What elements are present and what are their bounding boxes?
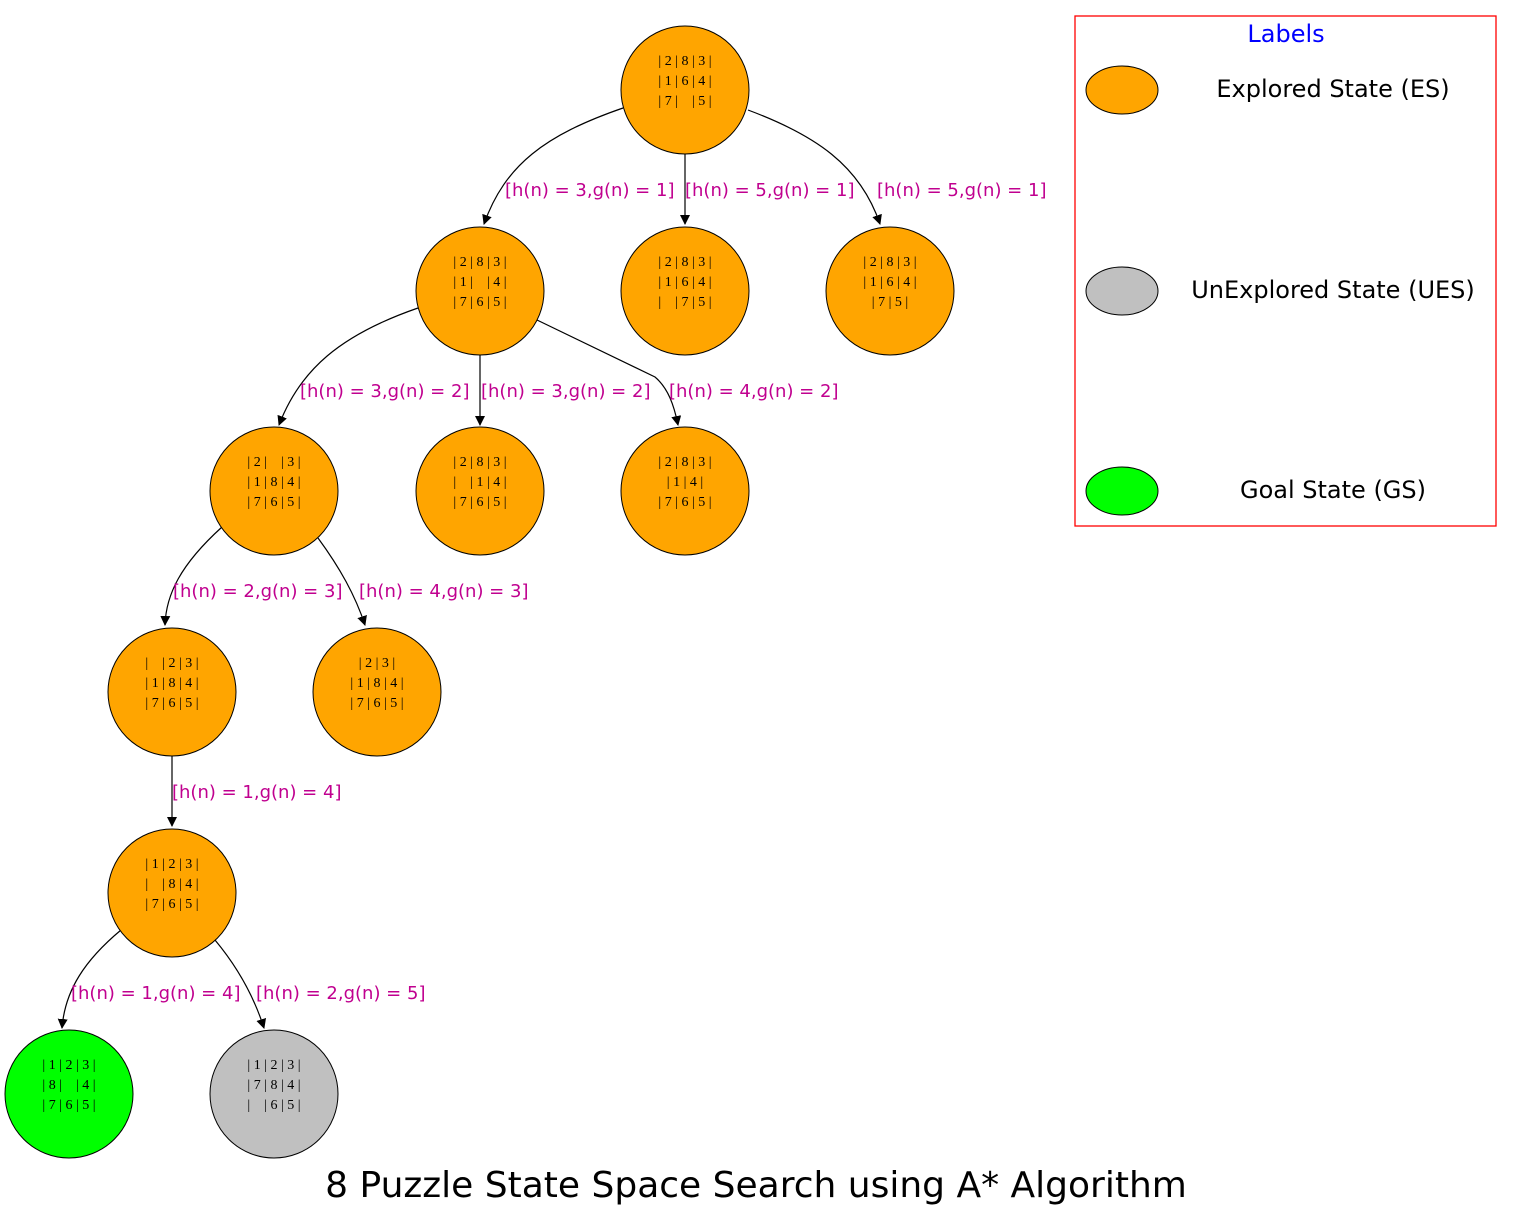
state-node-explored: | 2 | 8 | 3 | | | 1 | 4 | | 7 | 6 | 5 |: [415, 426, 545, 556]
state-circle: [209, 1029, 339, 1159]
legend-label-goal: Goal State (GS): [1240, 476, 1426, 504]
puzzle-row: | 2 | 3 |: [359, 656, 395, 671]
state-node-explored: | 2 | 8 | 3 | | 1 | 6 | 4 | | | 7 | 5 |: [620, 226, 750, 356]
edge-n9-n10: [57, 929, 122, 1029]
state-node-explored: | 2 | 8 | 3 | | 1 | | 4 | | 7 | 6 | 5 |: [415, 226, 545, 356]
state-circle: [415, 426, 545, 556]
state-circle: [209, 426, 339, 556]
puzzle-row: | 7 | 6 | 5 |: [453, 495, 506, 510]
edges: [h(n) = 3,g(n) = 1] [h(n) = 5,g(n) = 1] [h…: [57, 107, 1046, 1029]
puzzle-row: | 2 | | 3 |: [247, 455, 300, 470]
puzzle-row: | 2 | 8 | 3 |: [658, 255, 711, 270]
edge-n0-n1: [482, 107, 624, 225]
puzzle-row: | 8 | | 4 |: [42, 1078, 95, 1093]
puzzle-row: | 1 | 2 | 3 |: [145, 857, 198, 872]
edge-label: [h(n) = 2,g(n) = 3]: [173, 581, 342, 602]
puzzle-row: | | 6 | 5 |: [247, 1098, 300, 1113]
state-node-explored: | 1 | 2 | 3 | | | 8 | 4 | | 7 | 6 | 5 |: [107, 828, 237, 958]
state-node-explored: | 2 | 8 | 3 | | 1 | 6 | 4 | | 7 | | 5 |: [620, 25, 750, 155]
edge-label: [h(n) = 1,g(n) = 4]: [172, 782, 341, 803]
edge-n4-n7: [160, 526, 223, 626]
puzzle-row: | | 1 | 4 |: [453, 475, 506, 490]
edge-n1-n4: [277, 307, 419, 426]
state-node-explored: | 2 | 3 | | 1 | 8 | 4 | | 7 | 6 | 5 |: [312, 627, 442, 757]
puzzle-row: | 7 | 6 | 5 |: [658, 495, 711, 510]
state-circle: [107, 627, 237, 757]
legend-border: [1074, 15, 1497, 527]
state-circle: [312, 627, 442, 757]
edge-n9-n11: [214, 939, 267, 1029]
legend-swatch-explored: [1085, 65, 1159, 115]
puzzle-row: | 1 | 8 | 4 |: [247, 475, 300, 490]
state-circle: [107, 828, 237, 958]
edge-label: [h(n) = 2,g(n) = 5]: [256, 983, 425, 1004]
puzzle-row: | 2 | 8 | 3 |: [658, 54, 711, 69]
puzzle-row: | 1 | 6 | 4 |: [658, 74, 711, 89]
puzzle-row: | 2 | 8 | 3 |: [863, 255, 916, 270]
legend-swatch-unexplored: [1085, 266, 1159, 316]
puzzle-row: | | 8 | 4 |: [145, 877, 198, 892]
state-node-explored: | 2 | 8 | 3 | | 1 | 4 | | 7 | 6 | 5 |: [620, 426, 750, 556]
edge-label: [h(n) = 5,g(n) = 1]: [877, 180, 1046, 201]
edge-n0-n3: [747, 109, 882, 225]
state-circle: [620, 426, 750, 556]
state-circle: [4, 1029, 134, 1159]
edge-n1-n6: [536, 319, 682, 426]
legend-label-unexplored: UnExplored State (UES): [1191, 276, 1475, 304]
puzzle-row: | 2 | 8 | 3 |: [658, 455, 711, 470]
puzzle-row: | 1 | 4 |: [667, 475, 703, 490]
puzzle-row: | 7 | 5 |: [872, 295, 908, 310]
puzzle-row: | 2 | 8 | 3 |: [453, 455, 506, 470]
state-circle: [825, 226, 955, 356]
legend-label-explored: Explored State (ES): [1216, 75, 1449, 103]
legend: Labels Explored State (ES) UnExplored St…: [1074, 15, 1497, 527]
puzzle-row: | 1 | 6 | 4 |: [863, 275, 916, 290]
legend-swatch-goal: [1085, 466, 1159, 516]
puzzle-row: | 7 | 8 | 4 |: [247, 1078, 300, 1093]
puzzle-row: | 7 | 6 | 5 |: [145, 897, 198, 912]
puzzle-row: | 1 | 2 | 3 |: [42, 1058, 95, 1073]
edge-label: [h(n) = 1,g(n) = 4]: [71, 983, 240, 1004]
edge-label: [h(n) = 3,g(n) = 1]: [505, 180, 674, 201]
puzzle-row: | 1 | 8 | 4 |: [145, 676, 198, 691]
state-node-explored: | 2 | | 3 | | 1 | 8 | 4 | | 7 | 6 | 5 |: [209, 426, 339, 556]
state-circle: [620, 25, 750, 155]
state-node-explored: | 2 | 8 | 3 | | 1 | 6 | 4 | | 7 | 5 |: [825, 226, 955, 356]
puzzle-row: | 1 | 8 | 4 |: [350, 676, 403, 691]
state-circle: [620, 226, 750, 356]
puzzle-row: | 2 | 8 | 3 |: [453, 255, 506, 270]
puzzle-row: | 7 | 6 | 5 |: [350, 696, 403, 711]
puzzle-row: | 7 | 6 | 5 |: [145, 696, 198, 711]
puzzle-row: | 7 | 6 | 5 |: [453, 295, 506, 310]
puzzle-row: | 1 | | 4 |: [453, 275, 506, 290]
puzzle-row: | 7 | 6 | 5 |: [42, 1098, 95, 1113]
state-node-unexplored: | 1 | 2 | 3 | | 7 | 8 | 4 | | | 6 | 5 |: [209, 1029, 339, 1159]
state-node-explored: | | 2 | 3 | | 1 | 8 | 4 | | 7 | 6 | 5 |: [107, 627, 237, 757]
nodes: | 2 | 8 | 3 || 1 | 6 | 4 || 7 | | 5 || 2…: [4, 25, 955, 1159]
puzzle-row: | | 2 | 3 |: [145, 656, 198, 671]
puzzle-row: | 1 | 6 | 4 |: [658, 275, 711, 290]
state-node-goal: | 1 | 2 | 3 | | 8 | | 4 | | 7 | 6 | 5 |: [4, 1029, 134, 1159]
state-circle: [415, 226, 545, 356]
edge-n4-n8: [317, 537, 367, 626]
puzzle-row: | 1 | 2 | 3 |: [247, 1058, 300, 1073]
edge-label: [h(n) = 4,g(n) = 3]: [359, 581, 528, 602]
legend-title: Labels: [1247, 20, 1324, 48]
edge-label: [h(n) = 4,g(n) = 2]: [669, 381, 838, 402]
puzzle-row: | 7 | 6 | 5 |: [247, 495, 300, 510]
puzzle-row: | | 7 | 5 |: [658, 295, 711, 310]
puzzle-row: | 7 | | 5 |: [658, 94, 711, 109]
edge-label: [h(n) = 5,g(n) = 1]: [685, 180, 854, 201]
graph-title: 8 Puzzle State Space Search using A* Alg…: [325, 1165, 1187, 1206]
edge-label: [h(n) = 3,g(n) = 2]: [300, 381, 469, 402]
edge-label: [h(n) = 3,g(n) = 2]: [481, 381, 650, 402]
